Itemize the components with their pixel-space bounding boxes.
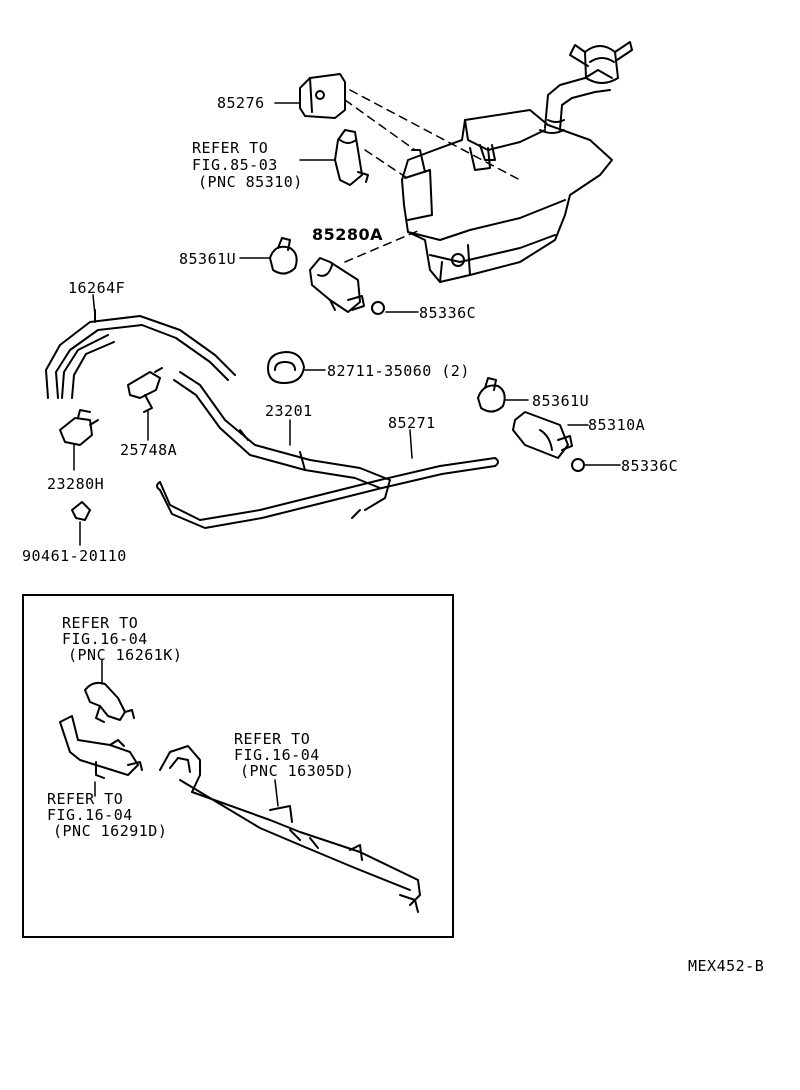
clamp-85361u-a <box>269 245 298 275</box>
refer2-line1: REFER TO <box>62 614 139 632</box>
clamp-85361u-b <box>477 384 506 413</box>
inset-part-16261k <box>84 681 135 723</box>
label-90461: 90461-20110 <box>22 547 127 565</box>
label-23280h: 23280H <box>47 475 105 493</box>
label-85310a: 85310A <box>588 416 646 434</box>
grommet-85336c-b <box>571 458 585 472</box>
label-85280a: 85280A <box>312 225 384 244</box>
refer3-line1: REFER TO <box>234 730 311 748</box>
refer1-line2: FIG.85-03 <box>192 156 278 174</box>
refer4-line1: REFER TO <box>47 790 124 808</box>
label-85271: 85271 <box>388 414 436 432</box>
refer1-line1: REFER TO <box>192 139 269 157</box>
washer-tank <box>401 41 633 283</box>
refer1-line3: (PNC 85310) <box>198 173 303 191</box>
refer3-line3: (PNC 16305D) <box>240 762 355 780</box>
clip-90461 <box>71 501 91 521</box>
inset-box <box>22 594 454 938</box>
pump-85310a <box>512 411 573 459</box>
label-16264f: 16264F <box>68 279 126 297</box>
label-82711: 82711-35060 (2) <box>327 362 470 380</box>
clamp-82711 <box>267 351 305 384</box>
hose-16264f <box>45 309 236 399</box>
refer2-line2: FIG.16-04 <box>62 630 148 648</box>
label-25748a: 25748A <box>120 441 178 459</box>
refer4-line3: (PNC 16291D) <box>53 822 168 840</box>
grommet-85336c-a <box>371 301 385 315</box>
label-85336c-a: 85336C <box>419 304 477 322</box>
refer3-line2: FIG.16-04 <box>234 746 320 764</box>
label-85276: 85276 <box>217 94 265 112</box>
label-85361u-a: 85361U <box>179 250 237 268</box>
bracket-85276 <box>299 73 346 119</box>
hose-23201 <box>156 371 499 529</box>
refer2-line3: (PNC 16261K) <box>68 646 183 664</box>
part-23280h <box>59 409 99 446</box>
pump-ref-85310 <box>334 129 369 186</box>
label-23201: 23201 <box>265 402 313 420</box>
inset-part-16291d <box>59 715 143 779</box>
label-85361u-b: 85361U <box>532 392 590 410</box>
refer4-line2: FIG.16-04 <box>47 806 133 824</box>
inset-part-16305d <box>159 745 421 913</box>
pump-85280a <box>309 257 365 313</box>
part-25748a <box>127 367 163 413</box>
diagram-code: MEX452-B <box>688 957 765 975</box>
label-85336c-b: 85336C <box>621 457 679 475</box>
